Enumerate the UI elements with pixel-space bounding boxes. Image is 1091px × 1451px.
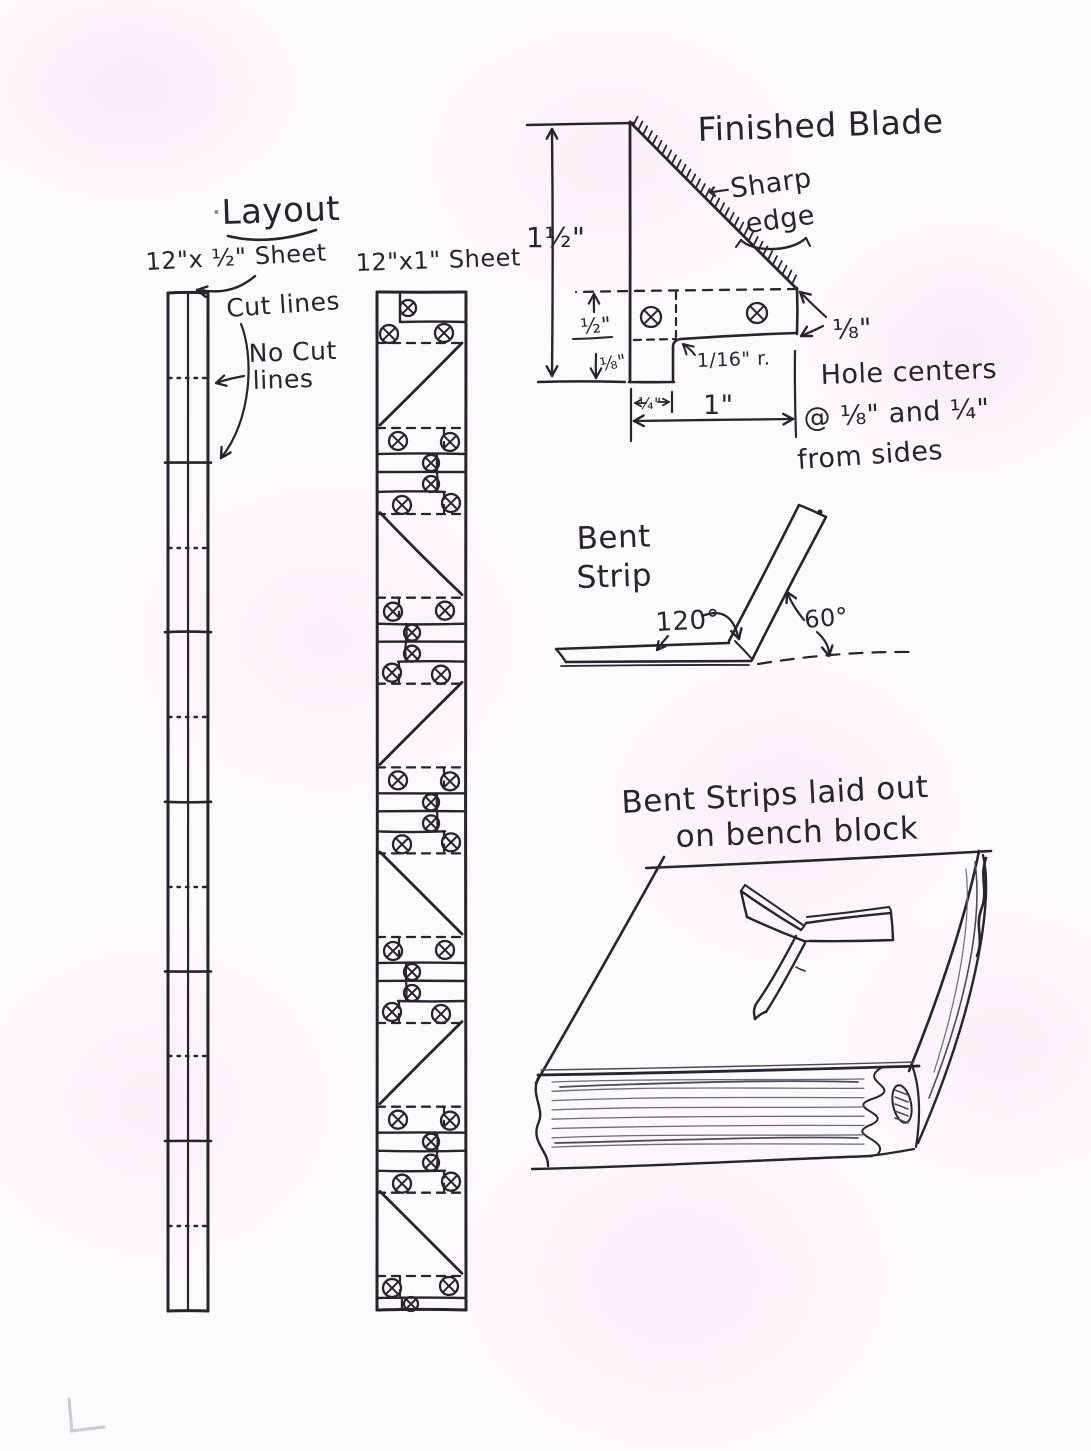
hole-centers-note-line3: from sides (796, 435, 944, 476)
hole-centers-note-line2: @ ⅛" and ¼" (803, 393, 991, 434)
bent-strip-label-line1: Bent (576, 518, 651, 557)
labels-layer: Layout 12"x ½" Sheet Cut lines No Cut li… (145, 101, 998, 855)
sheet-half-inch-label: 12"x ½" Sheet (145, 239, 327, 276)
tang-height-dimension: ½" (579, 312, 612, 339)
corner-radius-note: 1/16" r. (696, 347, 770, 372)
inner-angle-label: 120° (655, 605, 721, 638)
cut-lines-label: Cut lines (225, 286, 340, 323)
one-inch-sheet-drawing (375, 290, 468, 1313)
width-dimension: 1" (703, 390, 734, 421)
thickness-dimension: ⅛" (832, 313, 873, 346)
no-cut-lines-label-line1: No Cut (248, 336, 337, 368)
blade-height-dimension: 1½" (526, 221, 585, 254)
sharp-edge-label-line2: edge (744, 200, 817, 240)
layout-title: Layout (221, 189, 341, 233)
annotation-arrows (195, 228, 811, 460)
bent-strip-drawing (554, 503, 916, 667)
bench-block-drawing (530, 849, 993, 1171)
outer-angle-label: 60° (803, 602, 849, 634)
notch-dimension: ⅛" (598, 351, 628, 376)
no-cut-lines-label-line2: lines (252, 364, 314, 395)
half-inch-sheet-drawing (163, 290, 213, 1313)
sheet-one-inch-label: 12"x1" Sheet (355, 243, 521, 277)
scan-smudges (67, 210, 219, 1433)
bent-strip-label-line2: Strip (576, 557, 653, 596)
quarter-inch-dimension: ¼" (638, 394, 662, 413)
finished-blade-title: Finished Blade (697, 101, 944, 149)
hole-centers-note-line1: Hole centers (820, 354, 997, 391)
finished-blade-drawing (525, 115, 828, 443)
bench-block-title-line2: on bench block (675, 811, 919, 855)
